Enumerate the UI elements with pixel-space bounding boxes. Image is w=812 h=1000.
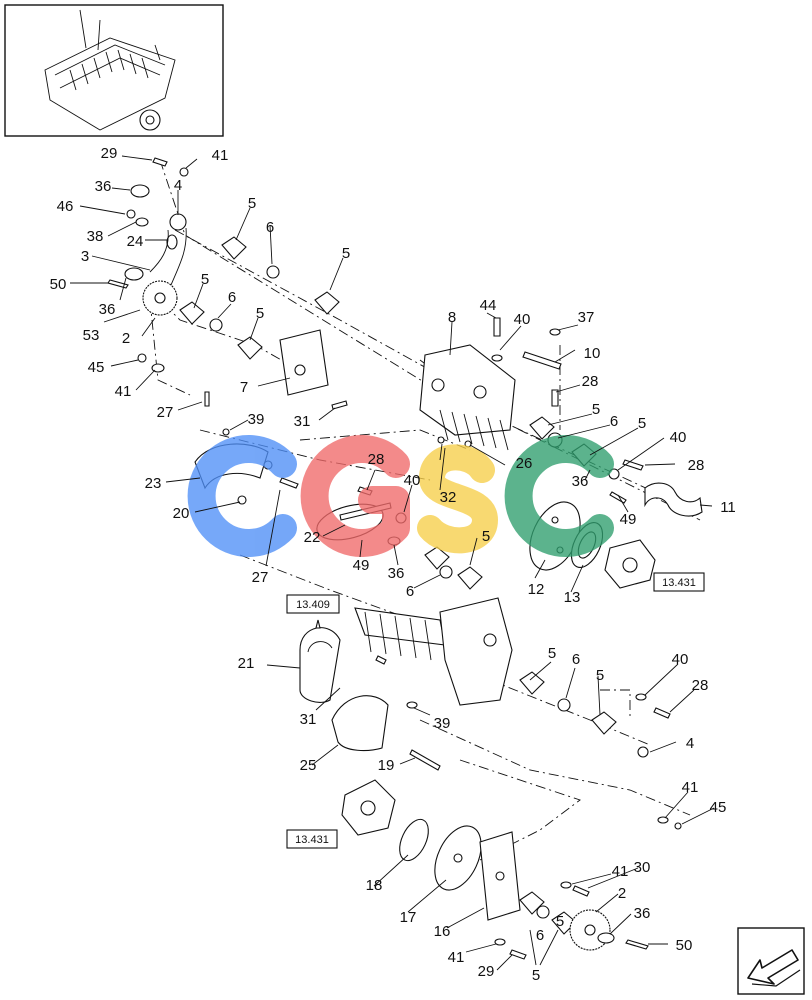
- callout: 3: [81, 248, 89, 265]
- callout: 19: [378, 757, 395, 774]
- assembly-guide-lines: [149, 159, 701, 861]
- callout: 31: [294, 413, 311, 430]
- callout: 45: [88, 359, 105, 376]
- previous-page-arrow-icon: [747, 949, 801, 987]
- callout: 37: [578, 309, 595, 326]
- callout: 31: [300, 711, 317, 728]
- callout: 49: [620, 511, 637, 528]
- callout: 6: [406, 583, 414, 600]
- watermark-letter-g: [300, 435, 410, 557]
- callout: 29: [478, 963, 495, 980]
- callout: 5: [482, 528, 490, 545]
- callout: 38: [87, 228, 104, 245]
- callout: 32: [440, 489, 457, 506]
- callout: 7: [240, 379, 248, 396]
- callout: 24: [127, 233, 144, 250]
- callout: 6: [266, 219, 274, 236]
- callout: 36: [634, 905, 651, 922]
- callout: 29: [101, 145, 118, 162]
- callout: 5: [548, 645, 556, 662]
- callout: 28: [692, 677, 709, 694]
- ref-label: 13.431: [295, 834, 329, 846]
- callout: 10: [584, 345, 601, 362]
- callout: 5: [342, 245, 350, 262]
- callout: 41: [115, 383, 132, 400]
- callout: 2: [122, 330, 130, 347]
- callout: 5: [638, 415, 646, 432]
- callout: 41: [448, 949, 465, 966]
- callout: 26: [516, 455, 533, 472]
- callout: 4: [174, 177, 182, 194]
- callout: 39: [248, 411, 265, 428]
- reference-box-13431-right[interactable]: 13.431: [653, 572, 705, 592]
- callout: 16: [434, 923, 451, 940]
- callout: 36: [95, 178, 112, 195]
- callout: 25: [300, 757, 317, 774]
- callout: 2: [618, 885, 626, 902]
- callout: 41: [682, 779, 699, 796]
- callout: 20: [173, 505, 190, 522]
- callout: 28: [368, 451, 385, 468]
- callout: 50: [676, 937, 693, 954]
- callout: 6: [536, 927, 544, 944]
- parts: [107, 157, 703, 960]
- reference-box-13431-left[interactable]: 13.431: [286, 829, 338, 849]
- callout: 41: [612, 863, 629, 880]
- callout: 8: [448, 309, 456, 326]
- callout: 40: [672, 651, 689, 668]
- callout: 11: [720, 499, 736, 516]
- callout: 5: [592, 401, 600, 418]
- leader-lines: [70, 155, 715, 971]
- callout: 30: [634, 859, 651, 876]
- callout: 5: [248, 195, 256, 212]
- callout: 39: [434, 715, 451, 732]
- callout: 28: [688, 457, 705, 474]
- callout-labels: 29 41 36 4 46 38 24 3 50 36 53 2 45 41 5…: [50, 145, 736, 984]
- callout: 40: [514, 311, 531, 328]
- callout: 27: [252, 569, 269, 586]
- callout: 18: [366, 877, 383, 894]
- callout: 41: [212, 147, 229, 164]
- ref-label: 13.431: [662, 577, 696, 589]
- previous-page-button[interactable]: [737, 927, 805, 995]
- callout: 46: [57, 198, 74, 215]
- callout: 13: [564, 589, 581, 606]
- callout: 5: [201, 271, 209, 288]
- callout: 44: [480, 297, 497, 314]
- callout: 22: [304, 529, 321, 546]
- watermark-letter-c: [187, 435, 297, 557]
- ref-label: 13.409: [296, 599, 330, 611]
- callout: 28: [582, 373, 599, 390]
- callout: 50: [50, 276, 67, 293]
- callout: 23: [145, 475, 162, 492]
- callout: 6: [228, 289, 236, 306]
- machine-overview-thumbnail[interactable]: [4, 4, 224, 137]
- callout: 40: [670, 429, 687, 446]
- callout: 6: [572, 651, 580, 668]
- callout: 5: [256, 305, 264, 322]
- callout: 17: [400, 909, 417, 926]
- callout: 53: [83, 327, 100, 344]
- callout: 4: [686, 735, 694, 752]
- callout: 5: [532, 967, 540, 984]
- callout: 5: [596, 667, 604, 684]
- callout: 12: [528, 581, 545, 598]
- callout: 36: [572, 473, 589, 490]
- callout: 6: [610, 413, 618, 430]
- callout: 27: [157, 404, 174, 421]
- callout: 21: [238, 655, 255, 672]
- callout: 36: [388, 565, 405, 582]
- watermark-letter-s: [417, 444, 499, 554]
- callout: 49: [353, 557, 370, 574]
- callout: 36: [99, 301, 116, 318]
- watermark: [187, 435, 614, 557]
- machine-overview-icon: [44, 9, 176, 131]
- watermark-letter-c2: [504, 435, 614, 557]
- callout: 5: [556, 913, 564, 930]
- reference-box-13409[interactable]: 13.409: [286, 594, 340, 614]
- callout: 45: [710, 799, 727, 816]
- callout: 40: [404, 472, 421, 489]
